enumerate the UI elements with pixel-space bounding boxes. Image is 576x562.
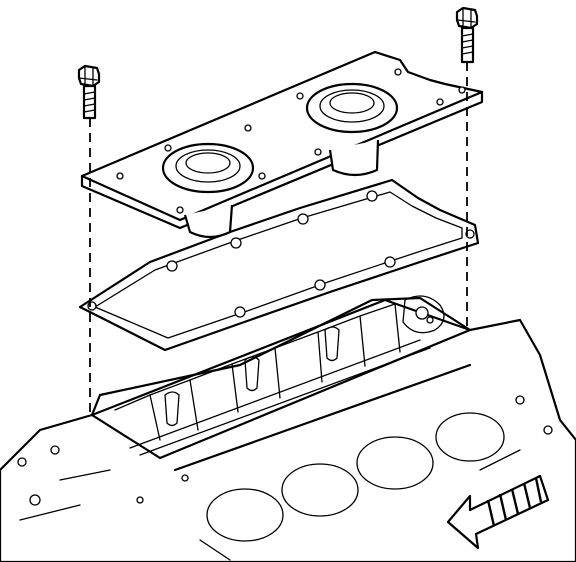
- seal-left: [161, 142, 255, 194]
- seal-right: [305, 82, 399, 134]
- alignment-lines: [89, 62, 468, 412]
- cover-plate: [80, 50, 484, 239]
- engine-block: [0, 295, 576, 562]
- direction-arrow-icon: [446, 474, 550, 550]
- gasket: [78, 178, 480, 352]
- bolt-icon: [77, 64, 101, 120]
- bolt-icon: [455, 6, 479, 64]
